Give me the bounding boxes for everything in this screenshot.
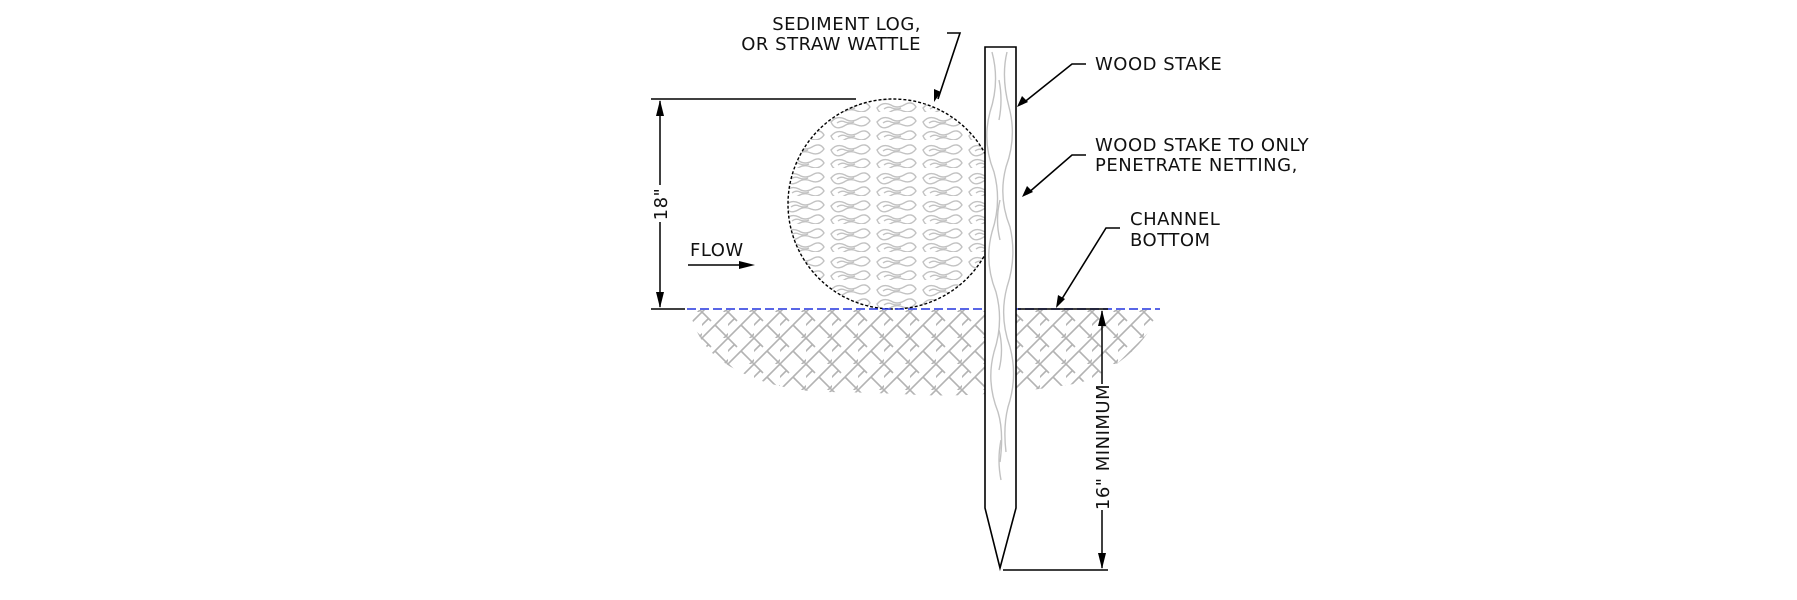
sediment-log-label-line1: SEDIMENT LOG,: [772, 14, 921, 35]
height-dimension-label: 18": [651, 188, 672, 221]
wood-stake: [984, 46, 1017, 572]
wood-stake-leader: [1017, 63, 1086, 107]
channel-bottom-label-line2: BOTTOM: [1130, 230, 1211, 251]
flow-arrow: [688, 261, 755, 269]
netting-label-line2: PENETRATE NETTING,: [1095, 155, 1298, 176]
depth-dimension-label: 16" MINIMUM: [1093, 384, 1114, 510]
soil-hatch: [690, 310, 1160, 396]
depth-dimension: [1003, 308, 1108, 571]
wood-stake-label: WOOD STAKE: [1095, 54, 1222, 75]
channel-bottom-label-line1: CHANNEL: [1130, 209, 1220, 230]
sediment-log: [787, 98, 999, 310]
flow-label: FLOW: [690, 240, 744, 261]
sediment-log-leader: [934, 32, 962, 102]
height-dimension: [651, 98, 856, 310]
netting-leader: [1022, 154, 1086, 197]
channel-bottom-leader: [1056, 227, 1120, 308]
sediment-log-label-line2: OR STRAW WATTLE: [741, 34, 921, 55]
netting-label-line1: WOOD STAKE TO ONLY: [1095, 135, 1310, 156]
